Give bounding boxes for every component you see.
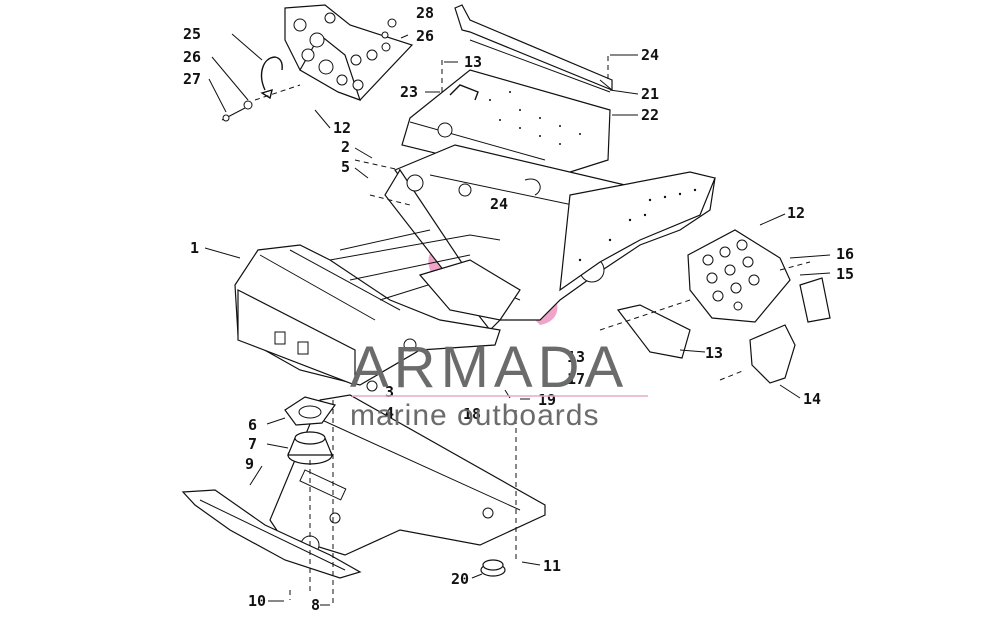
watermark: ARMADA marine outboards [350, 335, 648, 432]
callout-24-top: 24 [641, 46, 659, 64]
front-bumper-skid [181, 489, 362, 579]
callout-4: 4 [385, 404, 394, 422]
callout-6: 6 [248, 416, 257, 434]
leader-lines [204, 33, 831, 606]
callout-27: 27 [183, 70, 201, 88]
callout-25: 25 [183, 25, 201, 43]
callout-2: 2 [341, 138, 350, 156]
callout-3: 3 [385, 383, 394, 401]
top-bracket-bar [454, 4, 613, 93]
callout-16: 16 [836, 245, 854, 263]
callout-18: 18 [463, 405, 481, 423]
callout-21: 21 [641, 85, 659, 103]
callout-26-left: 26 [183, 48, 201, 66]
grommet [480, 559, 506, 577]
main-chassis-frame [234, 144, 716, 414]
callout-13-right: 13 [705, 344, 723, 362]
callout-13-top: 13 [464, 53, 482, 71]
skid-plate-pan [269, 394, 546, 556]
watermark-subtitle: marine outboards [350, 399, 599, 432]
callout-11: 11 [543, 557, 561, 575]
mount-plate [284, 396, 336, 426]
callout-17: 17 [567, 370, 585, 388]
callout-12-upper: 12 [333, 119, 351, 137]
callout-28: 28 [416, 4, 434, 22]
grab-handle [221, 18, 397, 122]
side-bracket-right [616, 229, 831, 384]
callout-labels: 1 2 5 25 26 27 12 28 26 13 23 24 21 22 2… [183, 4, 854, 614]
callout-26-right: 26 [416, 27, 434, 45]
callout-13-center: 13 [567, 348, 585, 366]
rubber-mount [287, 431, 333, 465]
callout-22: 22 [641, 106, 659, 124]
callout-5: 5 [341, 158, 350, 176]
callout-15: 15 [836, 265, 854, 283]
callout-20: 20 [451, 570, 469, 588]
callout-24-center: 24 [490, 195, 508, 213]
callout-7: 7 [248, 435, 257, 453]
callout-14: 14 [803, 390, 821, 408]
side-bracket-upper-left [284, 4, 414, 101]
callout-10: 10 [248, 592, 266, 610]
callout-9: 9 [245, 455, 254, 473]
callout-1: 1 [190, 239, 199, 257]
watermark-title: ARMADA [350, 335, 628, 400]
callout-23: 23 [400, 83, 418, 101]
callout-8: 8 [311, 596, 320, 614]
callout-12-right: 12 [787, 204, 805, 222]
